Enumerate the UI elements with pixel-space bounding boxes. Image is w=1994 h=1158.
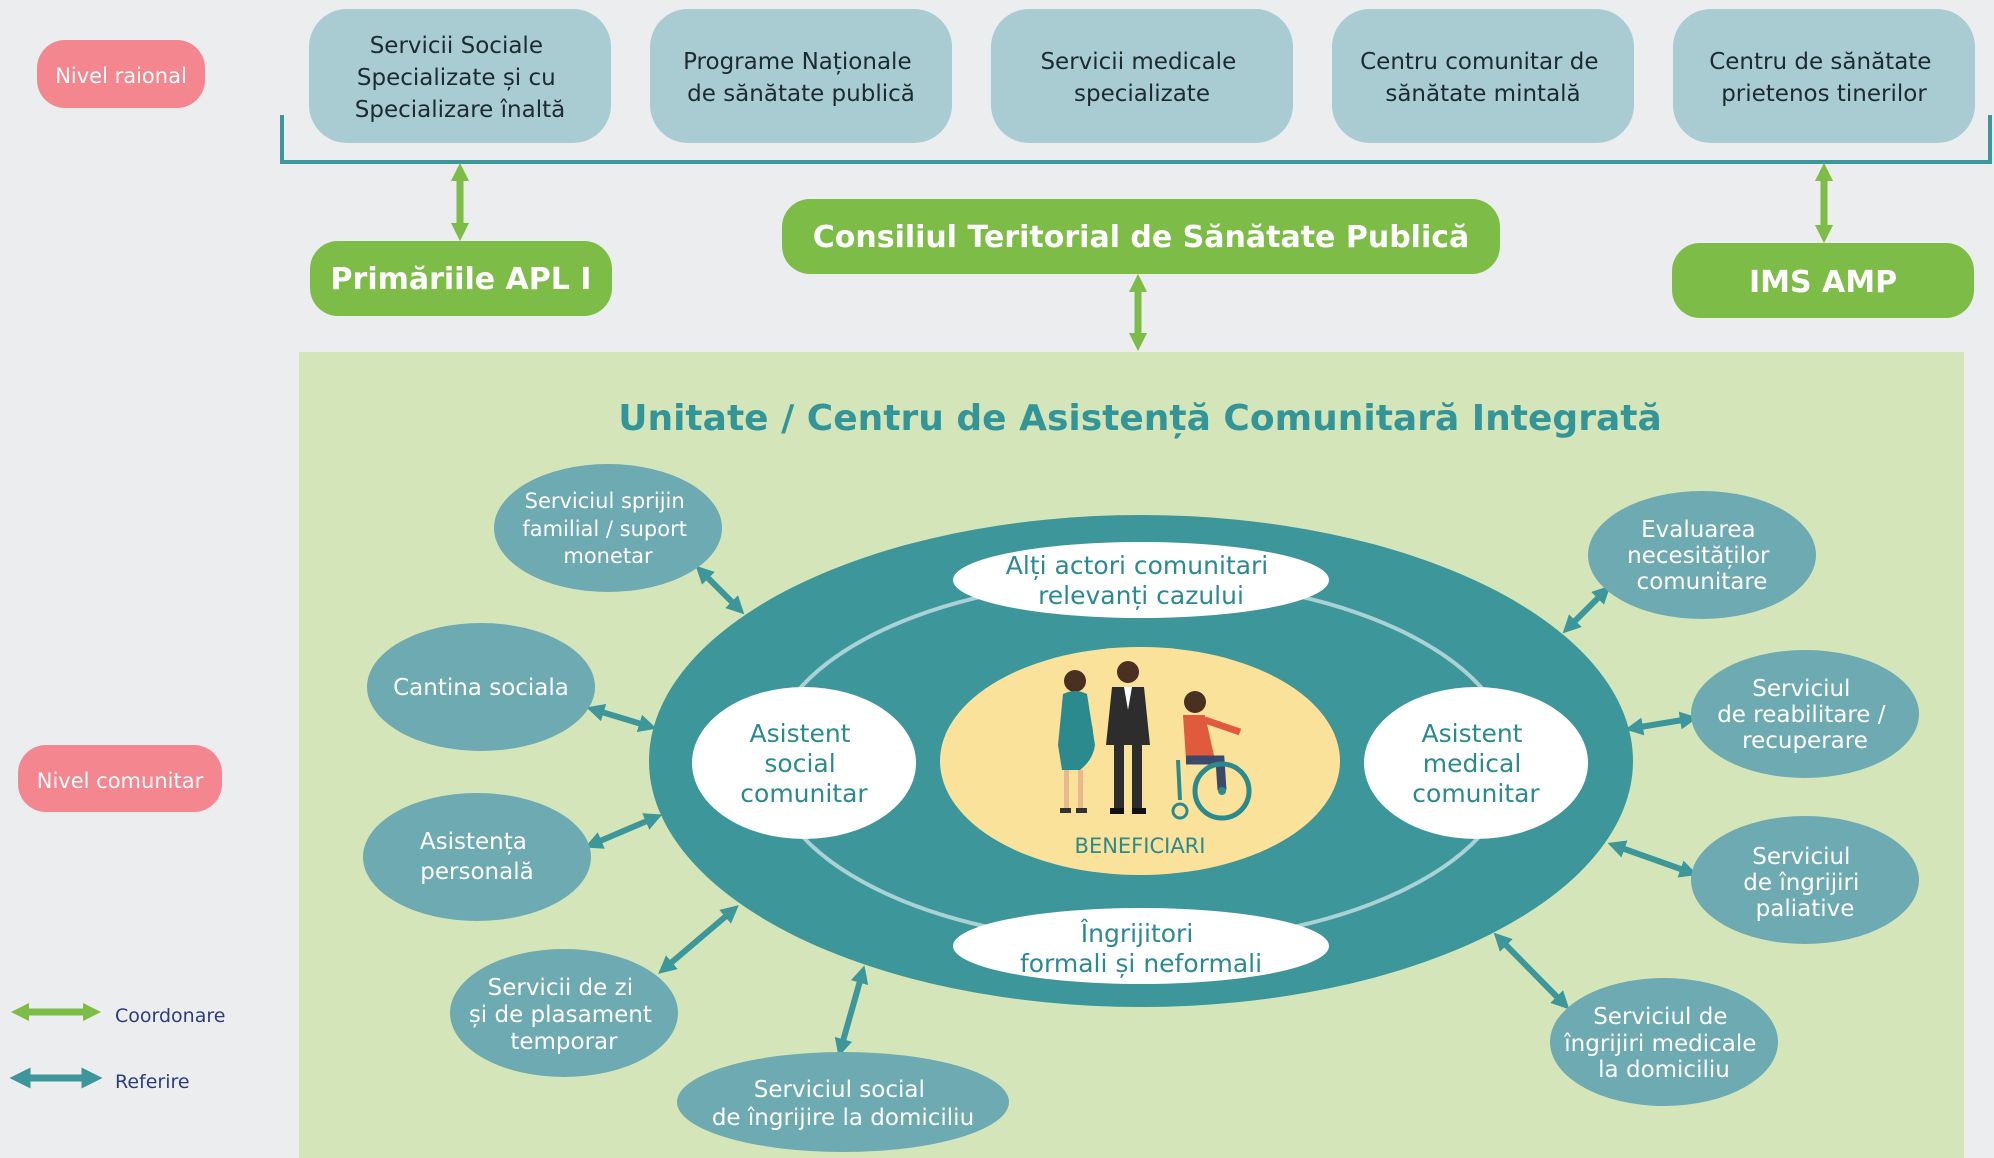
top-service-label-4: Centru comunitar de sănătate mintală xyxy=(1360,49,1606,107)
beneficiaries-node: BENEFICIARI xyxy=(940,647,1340,875)
legend-referral-label: Referire xyxy=(115,1071,190,1093)
top-service-label-3: Servicii medicale specializate xyxy=(1040,49,1243,107)
referral-arrow-9 xyxy=(1493,932,1570,1010)
level-comunitar-badge: Nivel comunitar xyxy=(18,745,222,812)
consiliu-box: Consiliul Teritorial de Sănătate Publică xyxy=(782,199,1500,274)
consiliu-label: Consiliul Teritorial de Sănătate Publică xyxy=(813,220,1470,255)
satellite-service-label-2: Cantina sociala xyxy=(393,675,569,701)
top-service-box-2: Programe Naționale de sănătate publică xyxy=(650,9,952,143)
primarii-box: Primăriile APL I xyxy=(310,241,612,316)
top-service-label-1: Servicii Sociale Specializate și cu Spec… xyxy=(355,33,565,123)
ims-label: IMS AMP xyxy=(1749,265,1897,300)
top-service-box-5: Centru de sănătate prietenos tinerilor xyxy=(1673,9,1975,143)
referral-arrow-5 xyxy=(834,965,869,1057)
satellite-service-label-6: Evaluarea necesităților comunitare xyxy=(1627,517,1777,595)
referral-arrow-3 xyxy=(584,813,663,849)
satellite-service-label-9: Serviciul de îngrijiri medicale la domic… xyxy=(1563,1004,1764,1083)
satellite-service-5: Serviciul social de îngrijire la domicil… xyxy=(677,1052,1009,1152)
primarii-label: Primăriile APL I xyxy=(331,262,592,297)
top-service-label-5: Centru de sănătate prietenos tinerilor xyxy=(1709,49,1939,107)
satellite-service-4: Servicii de zi și de plasament temporar xyxy=(450,949,678,1077)
level-raional-label: Nivel raional xyxy=(55,64,187,88)
top-service-box-4: Centru comunitar de sănătate mintală xyxy=(1332,9,1634,143)
satellite-service-7: Serviciul de reabilitare / recuperare xyxy=(1691,650,1919,778)
satellite-service-6: Evaluarea necesităților comunitare xyxy=(1588,491,1816,619)
referral-arrow-2 xyxy=(586,703,657,733)
level-raional-badge: Nivel raional xyxy=(37,40,205,108)
referral-arrow-6 xyxy=(1562,585,1611,634)
satellite-service-label-8: Serviciul de îngrijiri paliative xyxy=(1743,844,1866,922)
other-actors-label: Alți actori comunitari relevanți cazului xyxy=(1006,551,1276,610)
unit-title: Unitate / Centru de Asistență Comunitară… xyxy=(618,398,1662,439)
top-service-box-3: Servicii medicale specializate xyxy=(991,9,1293,143)
referral-arrow-1 xyxy=(695,565,745,615)
satellite-service-label-3: Asistența personală xyxy=(420,829,534,885)
ims-box: IMS AMP xyxy=(1672,243,1974,318)
man-icon xyxy=(1106,661,1150,814)
referral-arrow-8 xyxy=(1607,840,1698,878)
social-assistant-node: Asistent social comunitar xyxy=(692,687,916,839)
top-service-box-1: Servicii Sociale Specializate și cu Spec… xyxy=(309,9,611,143)
satellite-service-9: Serviciul de îngrijiri medicale la domic… xyxy=(1550,978,1778,1106)
beneficiaries-label: BENEFICIARI xyxy=(1075,834,1206,858)
medical-assistant-node: Asistent medical comunitar xyxy=(1364,687,1588,839)
legend: Coordonare Referire xyxy=(9,1002,225,1093)
medical-assistant-label: Asistent medical comunitar xyxy=(1412,719,1540,808)
caregivers-node: Îngrijitori formali și neformali xyxy=(953,908,1329,984)
satellite-service-3: Asistența personală xyxy=(363,793,591,921)
top-services-bracket xyxy=(280,115,1992,164)
satellite-service-label-5: Serviciul social de îngrijire la domicil… xyxy=(712,1077,974,1131)
top-service-label-2: Programe Naționale de sănătate publică xyxy=(683,49,919,107)
satellite-service-label-7: Serviciul de reabilitare / recuperare xyxy=(1717,676,1893,754)
pregnant-woman-icon xyxy=(1058,670,1095,813)
level-comunitar-label: Nivel comunitar xyxy=(37,769,204,793)
satellite-service-8: Serviciul de îngrijiri paliative xyxy=(1691,816,1919,944)
satellite-service-label-4: Servicii de zi și de plasament temporar xyxy=(469,975,659,1055)
other-actors-node: Alți actori comunitari relevanți cazului xyxy=(953,542,1329,618)
legend-coordination-label: Coordonare xyxy=(115,1005,225,1027)
referral-arrow-4 xyxy=(658,905,739,974)
wheelchair-user-icon xyxy=(1171,691,1252,821)
social-assistant-label: Asistent social comunitar xyxy=(740,719,868,808)
satellite-service-1: Serviciul sprijin familial / suport mone… xyxy=(494,464,722,592)
satellite-service-2: Cantina sociala xyxy=(367,623,595,751)
referral-arrow-7 xyxy=(1625,711,1698,736)
satellite-service-label-1: Serviciul sprijin familial / suport mone… xyxy=(522,489,693,568)
caregivers-label: Îngrijitori formali și neformali xyxy=(1020,919,1262,978)
